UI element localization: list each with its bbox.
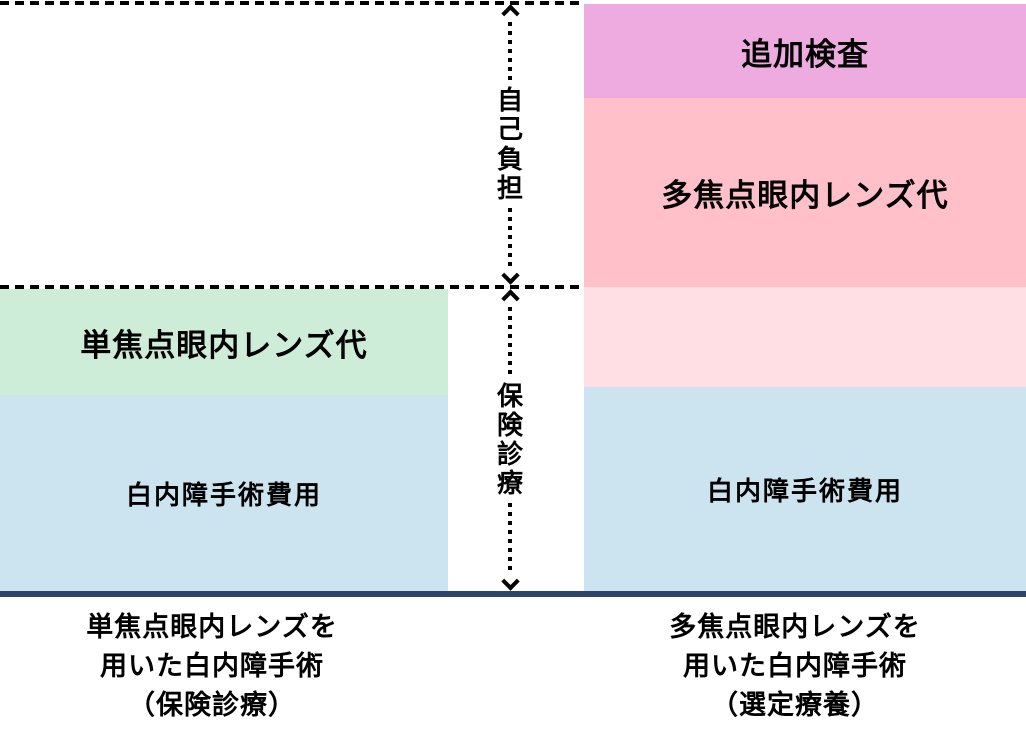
self-pay-range-arrow: 自己負担 (490, 4, 530, 285)
monofocal-lens-cost-label: 単焦点眼内レンズ代 (80, 327, 368, 363)
arrow-down-icon (500, 266, 520, 285)
dotted-line (508, 22, 512, 82)
left-caption-line2: 用いた白内障手術 (100, 651, 324, 681)
arrow-up-icon (500, 289, 520, 308)
multifocal-lens-cost-box: 多焦点眼内レンズ代 (584, 98, 1026, 287)
monofocal-lens-cost-box: 単焦点眼内レンズ代 (0, 289, 448, 395)
extra-exam-label: 追加検査 (741, 36, 869, 72)
arrow-up-icon (500, 4, 520, 23)
self-pay-upper-dashed-line (0, 1, 584, 5)
baseline-bar (0, 591, 1026, 597)
surgery-cost-box-left: 白内障手術費用 (0, 395, 448, 591)
dotted-line (508, 207, 512, 267)
insurance-boundary-dashed-line (0, 285, 584, 289)
right-caption-line2: 用いた白内障手術 (683, 651, 907, 681)
surgery-cost-box-right: 白内障手術費用 (584, 387, 1026, 591)
surgery-cost-label-right: 白内障手術費用 (706, 475, 903, 506)
left-caption-line1: 単焦点眼内レンズを (86, 612, 338, 642)
arrow-down-icon (500, 572, 520, 591)
insured-portion-box (584, 287, 1026, 387)
right-bar-caption: 多焦点眼内レンズを 用いた白内障手術 （選定療養） (572, 608, 1018, 725)
left-caption-line3: （保険診療） (128, 690, 296, 720)
dotted-line (508, 503, 512, 573)
insurance-range-arrow: 保険診療 (490, 289, 530, 591)
dotted-line (508, 307, 512, 377)
self-pay-label: 自己負担 (496, 85, 523, 203)
extra-exam-box: 追加検査 (584, 4, 1026, 98)
surgery-cost-label-left: 白内障手術費用 (125, 479, 322, 510)
insurance-label: 保険診療 (496, 380, 523, 499)
right-caption-line3: （選定療養） (711, 690, 879, 720)
left-bar-caption: 単焦点眼内レンズを 用いた白内障手術 （保険診療） (0, 608, 424, 725)
right-caption-line1: 多焦点眼内レンズを (669, 612, 921, 642)
multifocal-lens-cost-label: 多焦点眼内レンズ代 (661, 178, 949, 213)
